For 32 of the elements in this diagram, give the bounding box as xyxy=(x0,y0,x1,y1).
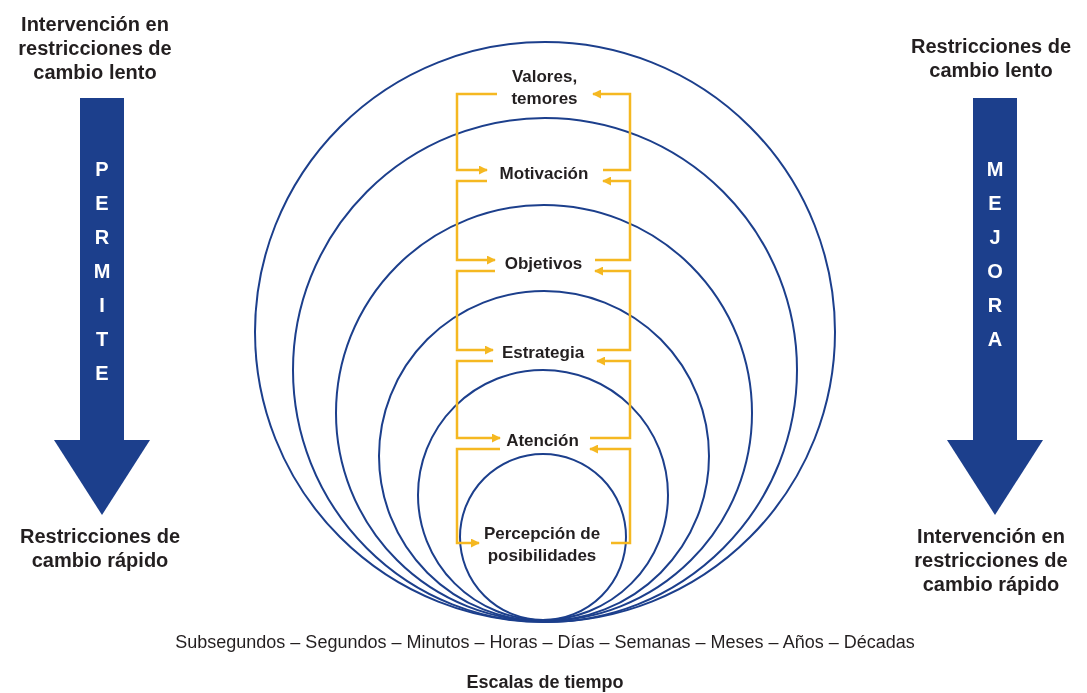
arrow xyxy=(455,179,496,265)
time-scale-text: Subsegundos – Segundos – Minutos – Horas – Días – Semanas – Meses – Años – Décadas xyxy=(174,632,916,653)
circle xyxy=(377,289,710,622)
block-arrow xyxy=(54,98,150,515)
arrow xyxy=(455,269,495,355)
text-label: Restricciones de cambio lento xyxy=(895,34,1087,82)
edge-label: MEJORA xyxy=(983,158,1006,362)
circle-label: Percepción de posibilidades xyxy=(476,523,608,567)
circle-label: Motivación xyxy=(486,163,602,185)
circle xyxy=(335,204,753,622)
circle-label: Valores, temores xyxy=(496,65,593,110)
block-arrow xyxy=(947,98,1043,515)
circle xyxy=(417,369,669,621)
arrow xyxy=(455,92,497,175)
text-label: Intervención en restricciones de cambio lento xyxy=(0,12,190,84)
edge-label: PERMITE xyxy=(90,158,113,396)
circle xyxy=(291,116,798,623)
circle xyxy=(254,41,836,623)
text-label: Intervención en restricciones de cambio rápido xyxy=(895,524,1087,596)
text-label: Restricciones de cambio rápido xyxy=(0,524,200,572)
arrow xyxy=(595,176,632,262)
circle-label: Estrategia xyxy=(491,342,595,364)
arrow xyxy=(455,359,501,443)
circle-label: Objetivos xyxy=(493,252,594,275)
arrow xyxy=(592,89,632,172)
arrow xyxy=(589,444,632,545)
axis-title: Escalas de tiempo xyxy=(465,672,625,693)
circle-label: Atención xyxy=(497,429,588,452)
arrow xyxy=(455,447,500,548)
circle xyxy=(458,452,627,621)
arrow xyxy=(594,266,632,352)
arrow xyxy=(590,356,632,440)
